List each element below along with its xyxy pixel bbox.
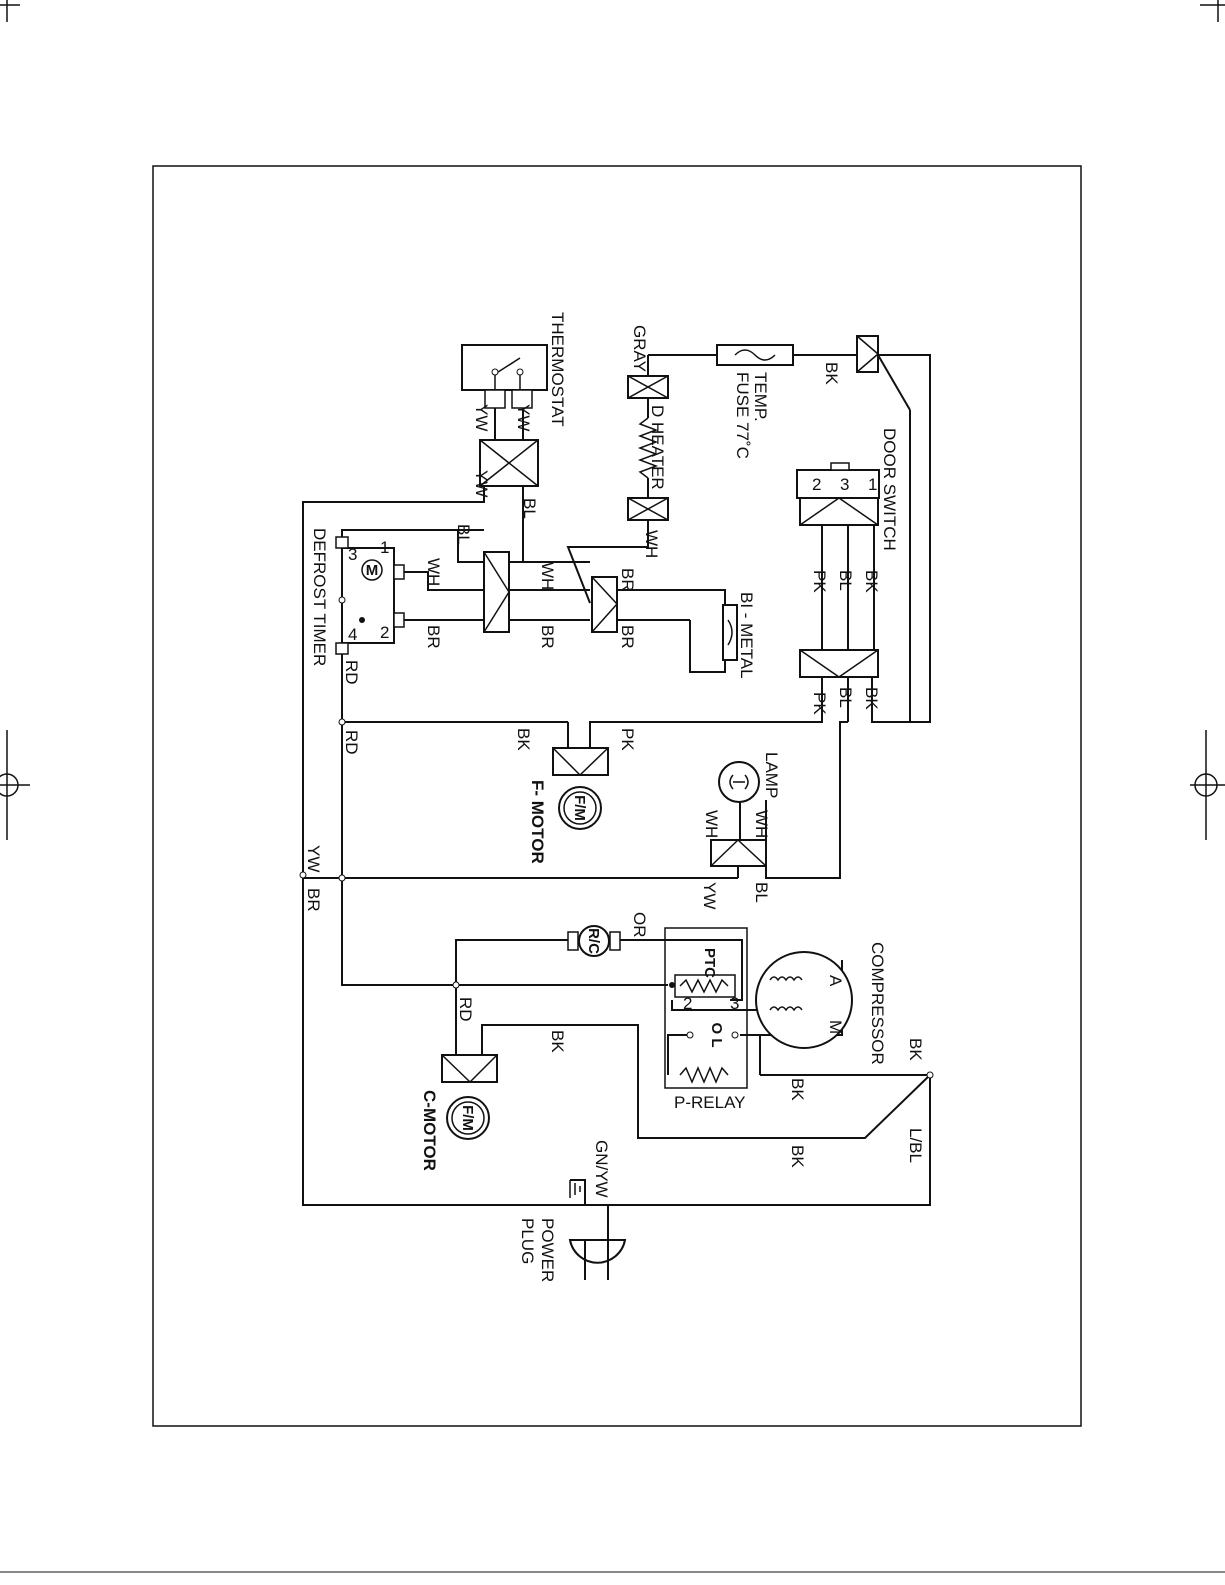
temp-fuse-label-2: FUSE 77˚C <box>733 372 752 459</box>
wire-label-bl: BL <box>520 498 539 519</box>
wire-label-bk: BK <box>862 687 881 710</box>
compressor: A M <box>453 952 933 1078</box>
wire-label-bk: BK <box>788 1078 807 1101</box>
aux-winding-label: A <box>826 975 845 987</box>
rc-symbol: R/C <box>585 928 602 954</box>
wire-label-yw: YW <box>514 404 533 431</box>
component-labels: THERMOSTAT D HEATER TEMP. FUSE 77˚C DOOR… <box>310 312 899 1282</box>
compressor-label: COMPRESSOR <box>868 942 887 1065</box>
temp-fuse <box>717 345 793 365</box>
ptc-pin-3: 3 <box>730 994 739 1013</box>
wire-label-yw: YW <box>700 882 719 909</box>
thermostat-label: THERMOSTAT <box>548 312 567 427</box>
wire-label-bk: BK <box>862 570 881 593</box>
wire-label-pk: PK <box>618 728 637 751</box>
wire-label-bk: BK <box>788 1145 807 1168</box>
wire-label-pk: PK <box>810 570 829 593</box>
wire-label-br: BR <box>618 568 637 592</box>
timer-motor-symbol: M <box>366 562 379 579</box>
power-plug-label-2: PLUG <box>518 1218 537 1264</box>
defrost-timer-label: DEFROST TIMER <box>310 528 329 666</box>
bi-metal-label: BI - METAL <box>737 592 756 679</box>
wire-label-bl: BL <box>752 882 771 903</box>
wire-label-bk: BK <box>822 362 841 385</box>
run-capacitor: R/C <box>568 926 620 956</box>
c-motor-label: C-MOTOR <box>420 1090 439 1171</box>
timer-pin-3: 3 <box>348 545 357 564</box>
timer-pin-2: 2 <box>380 623 389 642</box>
door-switch: 1 3 2 <box>797 336 879 677</box>
wire-label-wh: WH <box>642 530 661 558</box>
door-pin-2: 2 <box>812 475 821 494</box>
wire-label-br: BR <box>304 888 323 912</box>
wire-label-bk: BK <box>548 1030 567 1053</box>
heater-connector <box>592 577 617 632</box>
door-pin-3: 3 <box>840 475 849 494</box>
temp-fuse-label-1: TEMP. <box>751 372 770 422</box>
wire-label-rd: RD <box>342 730 361 755</box>
timer-pin-4: 4 <box>348 625 357 644</box>
wire-label-yw: YW <box>472 470 491 497</box>
wire-labels: YW YW YW BL BL WH BR WH BR WH BR BR RD R… <box>304 325 925 1198</box>
wire-label-br: BR <box>424 625 443 649</box>
wire-label-lbl: L/BL <box>906 1128 925 1163</box>
wire-label-wh: WH <box>702 810 721 838</box>
ptc-symbol: PTC <box>701 948 718 978</box>
p-relay-label: P-RELAY <box>674 1093 746 1112</box>
wire-label-wh: WH <box>538 562 557 590</box>
wire-label-gnyw: GN/YW <box>592 1140 611 1198</box>
main-winding-label: M <box>826 1020 845 1034</box>
main-connector <box>484 552 509 632</box>
c-motor: F/M <box>442 1055 497 1139</box>
f-motor-label: F- MOTOR <box>528 780 547 864</box>
wire-label-or: OR <box>630 912 649 938</box>
wire-label-gray: GRAY <box>630 325 649 372</box>
bi-metal <box>723 605 737 660</box>
p-relay: PTC 2 3 O L <box>665 928 747 1088</box>
wire-label-pk: PK <box>810 692 829 715</box>
wire-label-bl: BL <box>836 687 855 708</box>
wire-label-yw: YW <box>472 404 491 431</box>
wire-label-wh: WH <box>752 810 771 838</box>
ptc-pin-2: 2 <box>683 994 692 1013</box>
cm-fm-symbol: F/M <box>459 1105 476 1131</box>
thermostat <box>462 345 547 408</box>
wire-label-bl: BL <box>454 524 473 545</box>
diagram-frame <box>153 166 1081 1426</box>
wire-label-br: BR <box>618 625 637 649</box>
d-heater-label: D HEATER <box>648 405 667 490</box>
wire-label-bk: BK <box>906 1038 925 1061</box>
door-switch-label: DOOR SWITCH <box>880 428 899 551</box>
wire-label-rd: RD <box>456 997 475 1022</box>
timer-pin-1: 1 <box>380 538 389 557</box>
wire-label-br: BR <box>538 625 557 649</box>
power-plug-label-1: POWER <box>538 1218 557 1282</box>
wire-label-bl: BL <box>836 570 855 591</box>
wire-label-rd: RD <box>342 660 361 685</box>
ol-symbol: O L <box>708 1023 725 1048</box>
defrost-timer: M 3 1 2 4 <box>336 537 404 654</box>
fm-symbol: F/M <box>571 795 588 821</box>
wire-label-bk: BK <box>514 728 533 751</box>
f-motor: F/M <box>553 748 608 829</box>
lamp-label: LAMP <box>762 752 781 798</box>
wire-label-wh: WH <box>424 558 443 586</box>
door-pin-1: 1 <box>868 475 877 494</box>
wire-label-yw: YW <box>304 845 323 872</box>
